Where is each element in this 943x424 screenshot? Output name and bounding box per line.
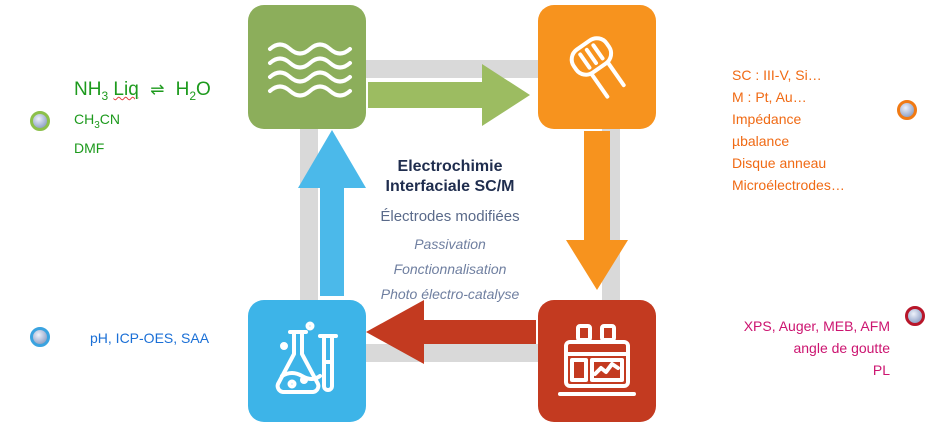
solution-analysis-text: pH, ICP-OES, SAA	[90, 330, 210, 346]
box-solution-analysis	[248, 300, 366, 422]
list-item: XPS, Auger, MEB, AFM	[743, 318, 890, 334]
list-item: M : Pt, Au…	[732, 89, 807, 105]
arrow-orange-down	[566, 131, 628, 290]
center-item-passivation: Passivation	[414, 236, 486, 252]
surface-techniques-list: XPS, Auger, MEB, AFM angle de goutte PL	[704, 315, 890, 381]
electrode-techniques-list: SC : III-V, Si… M : Pt, Au… Impédance µb…	[732, 64, 845, 196]
h2o-o: O	[196, 79, 211, 100]
solvents-list: NH3 Liq ⇌ H2O CH3CN DMF	[74, 78, 211, 159]
solvent-ch3cn: CH3CN	[74, 108, 211, 137]
nh3-sub: 3	[101, 88, 109, 103]
bullet-icon	[30, 327, 50, 347]
center-title-line1: Electrochimie	[397, 158, 503, 175]
instrument-icon	[558, 324, 636, 396]
h2o-h: H	[175, 79, 190, 100]
list-item: Disque anneau	[732, 155, 827, 171]
box-electrodes	[538, 5, 656, 129]
box-surface-analysis	[538, 300, 656, 422]
center-item-photo-catalyse: Photo électro-catalyse	[380, 286, 520, 302]
list-item: SC : III-V, Si…	[732, 67, 822, 83]
box-solvents	[248, 5, 366, 129]
ch3cn-sub: 3	[94, 119, 100, 131]
arrow-blue-up	[298, 130, 366, 296]
resistor-icon	[569, 36, 626, 99]
list-item: µbalance	[732, 133, 790, 149]
list-item: PL	[872, 362, 890, 378]
h2o-sub: 2	[189, 88, 197, 103]
nh3-text: NH	[74, 79, 102, 100]
arrow-green-right	[368, 64, 530, 126]
bullet-icon	[897, 100, 917, 120]
center-title-line2: Interfaciale SC/M	[385, 178, 515, 195]
list-item: Impédance	[732, 111, 802, 127]
bullet-icon	[30, 111, 50, 131]
list-item: Microélectrodes…	[732, 177, 845, 193]
list-item: angle de goutte	[793, 340, 890, 356]
center-item-fonctionnalisation: Fonctionnalisation	[393, 261, 507, 277]
ch3cn-b: CN	[99, 110, 121, 127]
center-title: Electrochimie Interfaciale SC/M	[340, 157, 560, 197]
lig-text: Liq	[113, 79, 139, 100]
waves-icon	[268, 42, 352, 98]
arrow-red-left	[366, 300, 536, 364]
bullet-icon	[905, 306, 925, 326]
frame-left	[300, 60, 318, 362]
equilibrium-symbol: ⇌	[150, 80, 165, 99]
solvent-dmf: DMF	[74, 139, 105, 156]
lab-flasks-icon	[275, 321, 338, 394]
center-subtitle: Électrodes modifiées	[380, 208, 520, 225]
solvent-nh3-h2o: NH3 Liq ⇌ H2O	[74, 78, 211, 108]
ch3cn-a: CH	[74, 110, 95, 127]
